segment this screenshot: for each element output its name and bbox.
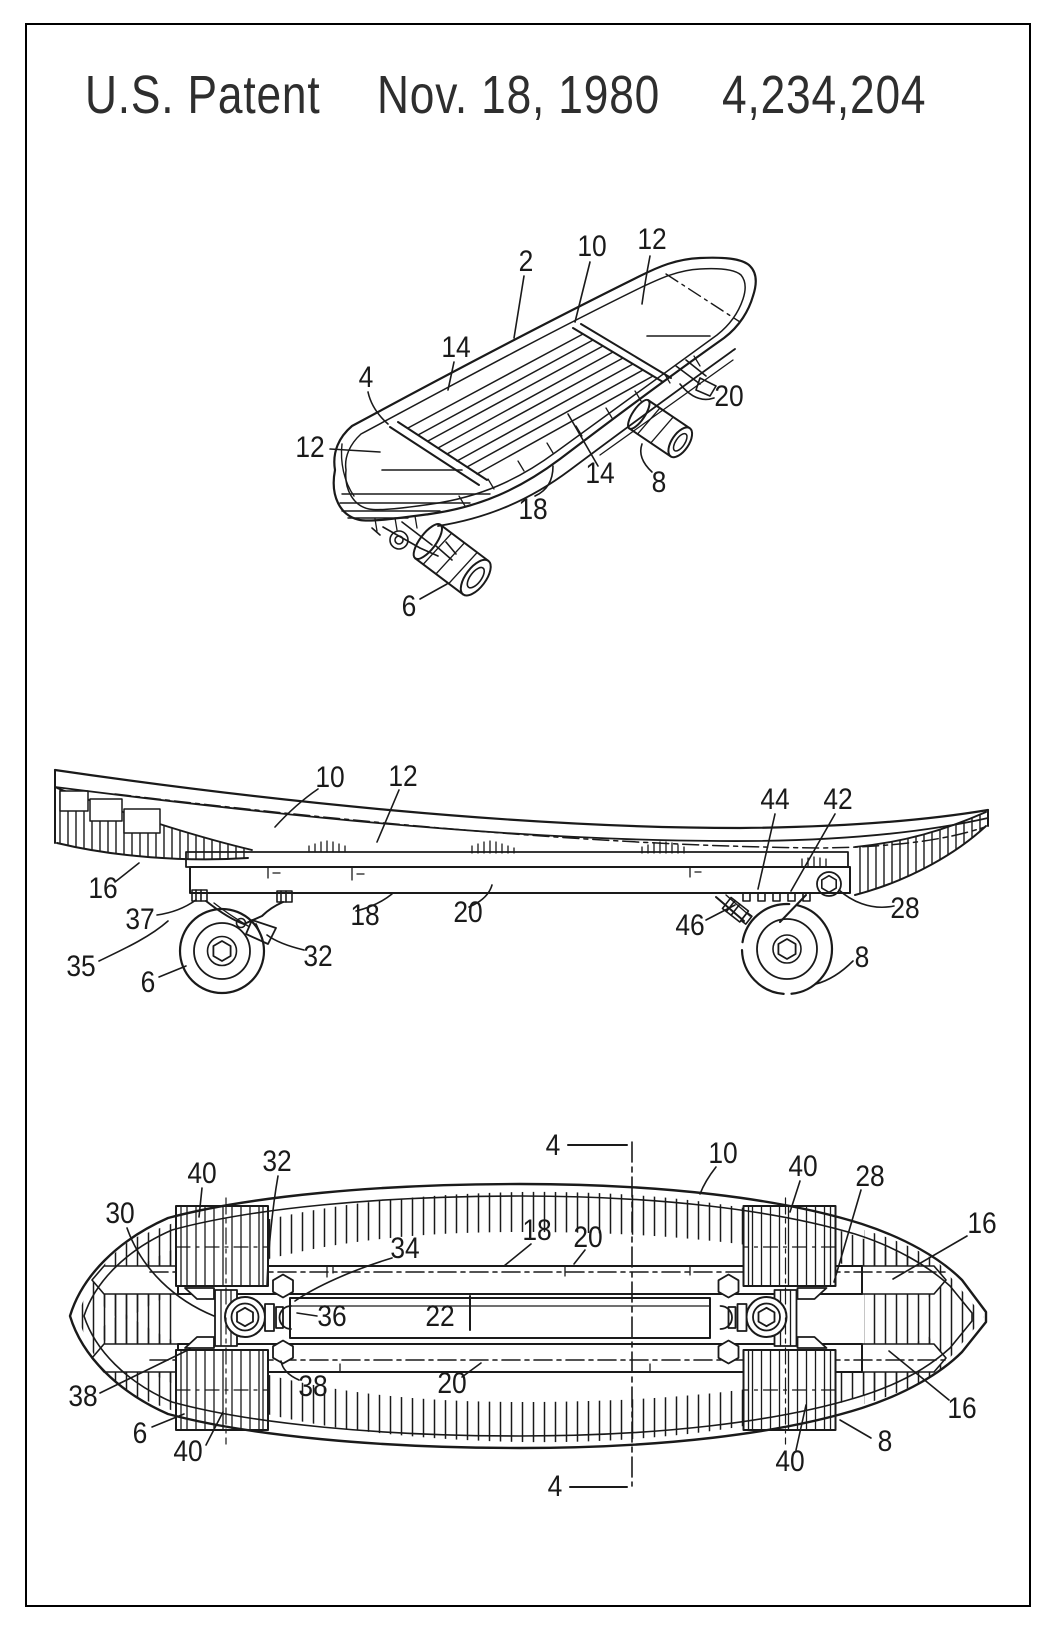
fig2-artwork	[53, 768, 990, 996]
fig2-leader-lines	[98, 788, 895, 985]
fig3-leader-lines	[99, 1166, 968, 1451]
patent-date: Nov. 18, 1980	[377, 65, 661, 125]
fig1-leader-lines	[329, 255, 715, 600]
fig1-artwork	[329, 255, 757, 600]
patent-number: 4,234,204	[722, 65, 927, 125]
fig3-artwork	[68, 1141, 988, 1488]
patent-title: U.S. Patent	[85, 65, 321, 125]
